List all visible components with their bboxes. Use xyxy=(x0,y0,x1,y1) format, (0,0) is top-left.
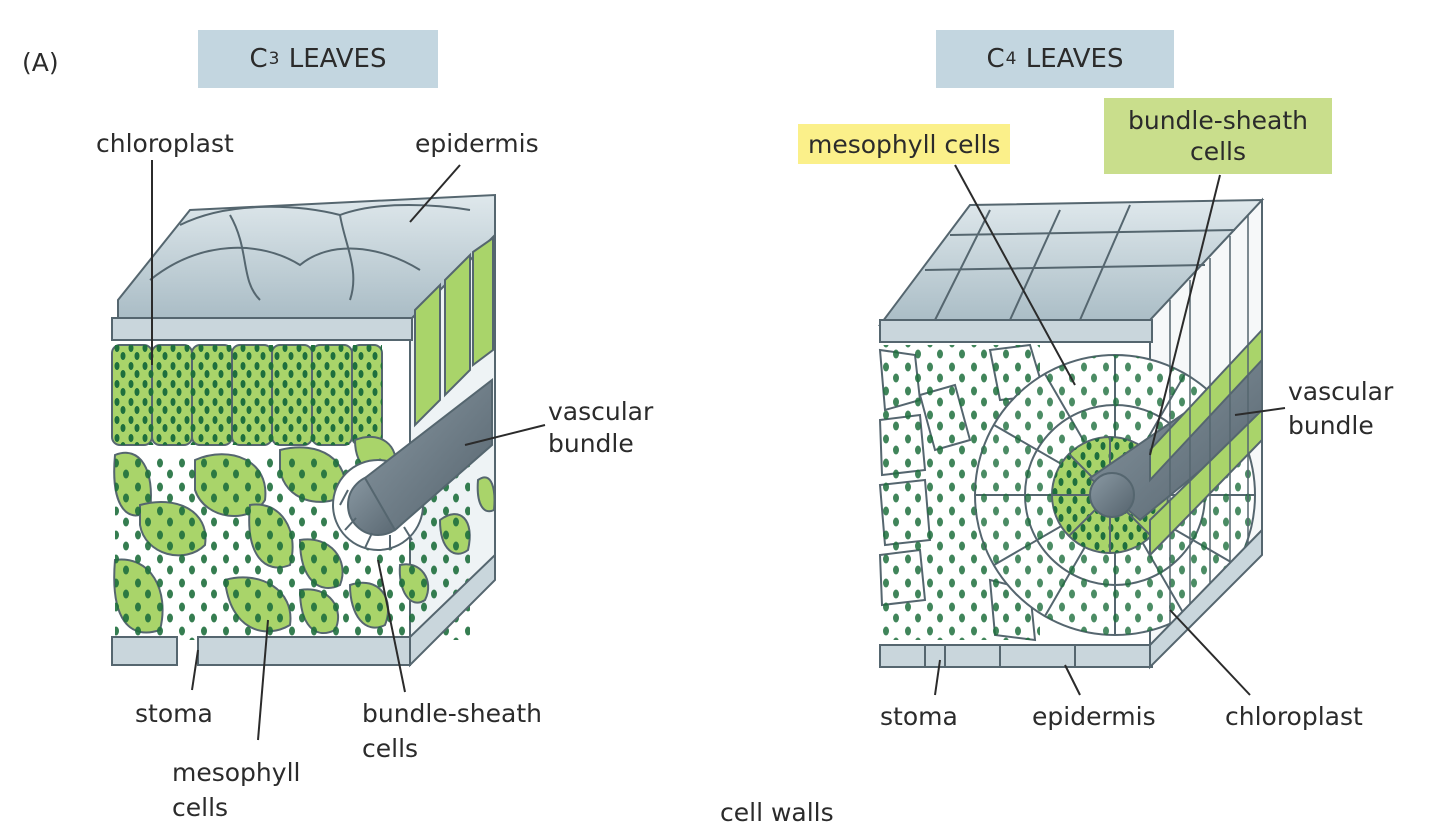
c3-bundle-sheath-label-line2: cells xyxy=(362,734,419,763)
c4-chloroplast-leader xyxy=(1169,609,1251,696)
c3-title-rest: LEAVES xyxy=(280,44,387,74)
leader-lines xyxy=(151,160,1286,741)
c4-title-subscript: 4 xyxy=(1005,49,1017,69)
c3-chloroplast-label: chloroplast xyxy=(96,129,234,158)
c3-leaf-block xyxy=(111,193,496,668)
c3-bundle-sheath-leader xyxy=(377,559,406,693)
c3-vascular-leader xyxy=(464,424,546,446)
c3-palisade-cells xyxy=(111,236,494,446)
c4-chloroplast-label: chloroplast xyxy=(1225,702,1363,731)
c4-stoma-label: stoma xyxy=(880,702,958,731)
c4-stoma-leader xyxy=(934,659,941,696)
c3-vascular-bundle xyxy=(332,377,493,551)
c3-mesophyll-label-line2: cells xyxy=(172,793,229,822)
c4-bundle-sheath-label-line2: cells xyxy=(1189,137,1247,166)
c4-leaf-block xyxy=(877,197,1265,670)
c3-bundle-sheath-label-line1: bundle-sheath xyxy=(362,699,542,728)
c3-mesophyll-label-line1: mesophyll xyxy=(172,758,301,787)
c4-title-letter: C xyxy=(986,44,1005,74)
c4-bundle-sheath-label: bundle-sheath cells xyxy=(1104,98,1332,174)
c3-epidermis-label: epidermis xyxy=(415,129,539,158)
c4-epidermis-leader xyxy=(1064,664,1081,696)
c4-title-rest: LEAVES xyxy=(1017,44,1124,74)
c4-kranz-wreath xyxy=(974,327,1263,636)
c3-title-subscript: 3 xyxy=(268,49,280,69)
c4-mesophyll-label: mesophyll cells xyxy=(798,124,1011,164)
c4-vascular-bundle-label-line1: vascular xyxy=(1288,377,1394,406)
c3-title-letter: C xyxy=(249,44,268,74)
c3-epidermis-leader xyxy=(409,164,461,223)
c3-stoma-leader xyxy=(191,649,199,691)
c4-bundle-sheath-label-line1: bundle-sheath xyxy=(1128,106,1308,135)
c3-stoma-label: stoma xyxy=(135,699,213,728)
c3-vascular-bundle-label-line2: bundle xyxy=(548,429,634,458)
c3-mesophyll-leader xyxy=(257,619,269,741)
c4-vascular-bundle-label-line2: bundle xyxy=(1288,411,1374,440)
c4-vascular-leader xyxy=(1234,407,1286,416)
c4-mesophyll-leader xyxy=(954,164,1076,386)
panel-label: (A) xyxy=(22,48,59,77)
c4-epidermis-label: epidermis xyxy=(1032,702,1156,731)
c3-vascular-bundle-label-line1: vascular xyxy=(548,397,654,426)
cell-walls-label: cell walls xyxy=(720,798,834,827)
c4-bundle-sheath-leader xyxy=(1149,174,1221,456)
